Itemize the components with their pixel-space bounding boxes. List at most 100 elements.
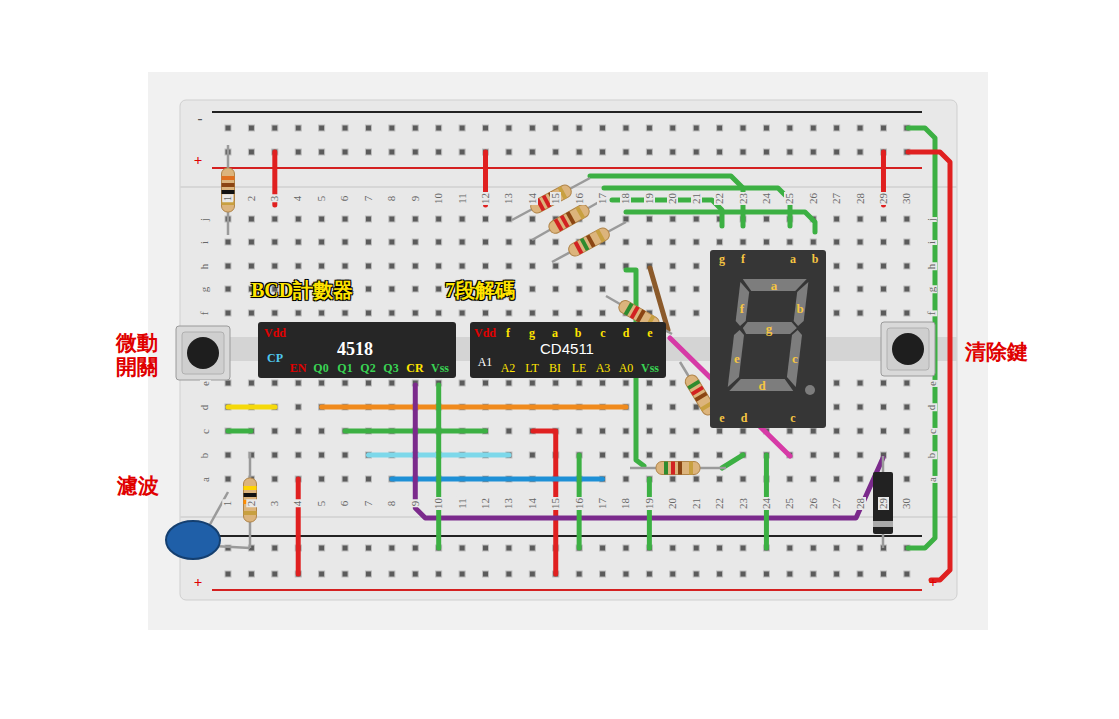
hole: [459, 571, 465, 577]
hole: [483, 571, 489, 577]
column-number: 12: [480, 192, 491, 205]
hole: [506, 545, 512, 551]
pin-label: d: [741, 412, 748, 424]
hole: [693, 239, 699, 245]
column-number: 8: [386, 499, 397, 507]
pin-label: f: [506, 327, 510, 339]
hole: [693, 452, 699, 458]
column-number: 3: [269, 194, 280, 202]
hole: [623, 380, 629, 386]
hole: [693, 149, 699, 155]
hole: [670, 380, 676, 386]
hole: [904, 380, 910, 386]
hole: [740, 125, 746, 131]
column-number: 18: [620, 497, 631, 510]
column-number: 30: [901, 497, 912, 510]
hole: [319, 476, 325, 482]
hole: [459, 149, 465, 155]
hole: [646, 571, 652, 577]
hole: [365, 310, 371, 316]
pin-label: A0: [619, 362, 634, 374]
hole: [483, 263, 489, 269]
hole: [412, 263, 418, 269]
hole: [693, 428, 699, 434]
part-label: 清除鍵: [965, 342, 1028, 363]
resistor-band: [244, 486, 257, 490]
hole: [623, 286, 629, 292]
hole: [529, 452, 535, 458]
hole: [834, 545, 840, 551]
hole: [412, 545, 418, 551]
hole: [295, 263, 301, 269]
pin-label: Q2: [360, 362, 375, 374]
column-number: 6: [340, 194, 351, 202]
hole: [880, 380, 886, 386]
hole: [810, 239, 816, 245]
jumper-wire: [722, 455, 743, 468]
jumper-wire: [647, 479, 652, 548]
hole: [436, 286, 442, 292]
hole: [248, 310, 254, 316]
hole: [670, 216, 676, 222]
jumper-wire: [322, 405, 626, 410]
resistor-symbol: [244, 452, 257, 548]
pin-label: c: [790, 412, 795, 424]
hole: [506, 263, 512, 269]
column-number: 15: [550, 497, 561, 510]
pin-label: A3: [596, 362, 611, 374]
row-letter: f: [926, 310, 937, 316]
hole: [506, 380, 512, 386]
hole: [365, 571, 371, 577]
resistor-shell: [222, 168, 235, 212]
column-number: 9: [410, 194, 421, 202]
column-number: 13: [503, 192, 514, 205]
hole: [412, 149, 418, 155]
pin-label: Q1: [337, 362, 352, 374]
resistor-shell: [656, 462, 700, 475]
hole: [272, 239, 278, 245]
hole: [225, 380, 231, 386]
hole: [693, 476, 699, 482]
row-letter: b: [200, 451, 211, 459]
column-number: 11: [457, 192, 468, 205]
hole: [600, 310, 606, 316]
hole: [225, 452, 231, 458]
jumper-wire: [228, 429, 251, 434]
hole: [319, 216, 325, 222]
resistor-body: [567, 226, 612, 258]
resistor-band: [575, 206, 585, 219]
hole: [436, 125, 442, 131]
hole: [342, 310, 348, 316]
resistor-band: [636, 309, 646, 322]
hole: [225, 239, 231, 245]
column-number: 12: [480, 497, 491, 510]
hole: [763, 571, 769, 577]
hole: [623, 428, 629, 434]
counter-chip: Vdd4518CPENQ0Q1Q2Q3CRVss: [258, 322, 456, 378]
resistor-band: [694, 392, 707, 402]
hole: [365, 263, 371, 269]
hole: [483, 310, 489, 316]
hole: [857, 452, 863, 458]
part-label: 濾波: [117, 476, 159, 497]
hole: [787, 239, 793, 245]
hole: [740, 149, 746, 155]
hole: [295, 216, 301, 222]
hole: [272, 216, 278, 222]
hole: [646, 149, 652, 155]
diode-symbol: [873, 456, 893, 548]
hole: [904, 452, 910, 458]
hole: [459, 125, 465, 131]
hole: [295, 310, 301, 316]
column-number: 16: [574, 192, 585, 205]
hole: [740, 428, 746, 434]
pin-label: Q3: [383, 362, 398, 374]
column-number: 23: [738, 192, 749, 205]
column-number: 29: [878, 192, 889, 205]
pin-label: d: [758, 379, 765, 392]
hole: [342, 476, 348, 482]
hole: [810, 452, 816, 458]
hole: [319, 239, 325, 245]
jumper-wire: [604, 188, 790, 226]
hole: [272, 125, 278, 131]
